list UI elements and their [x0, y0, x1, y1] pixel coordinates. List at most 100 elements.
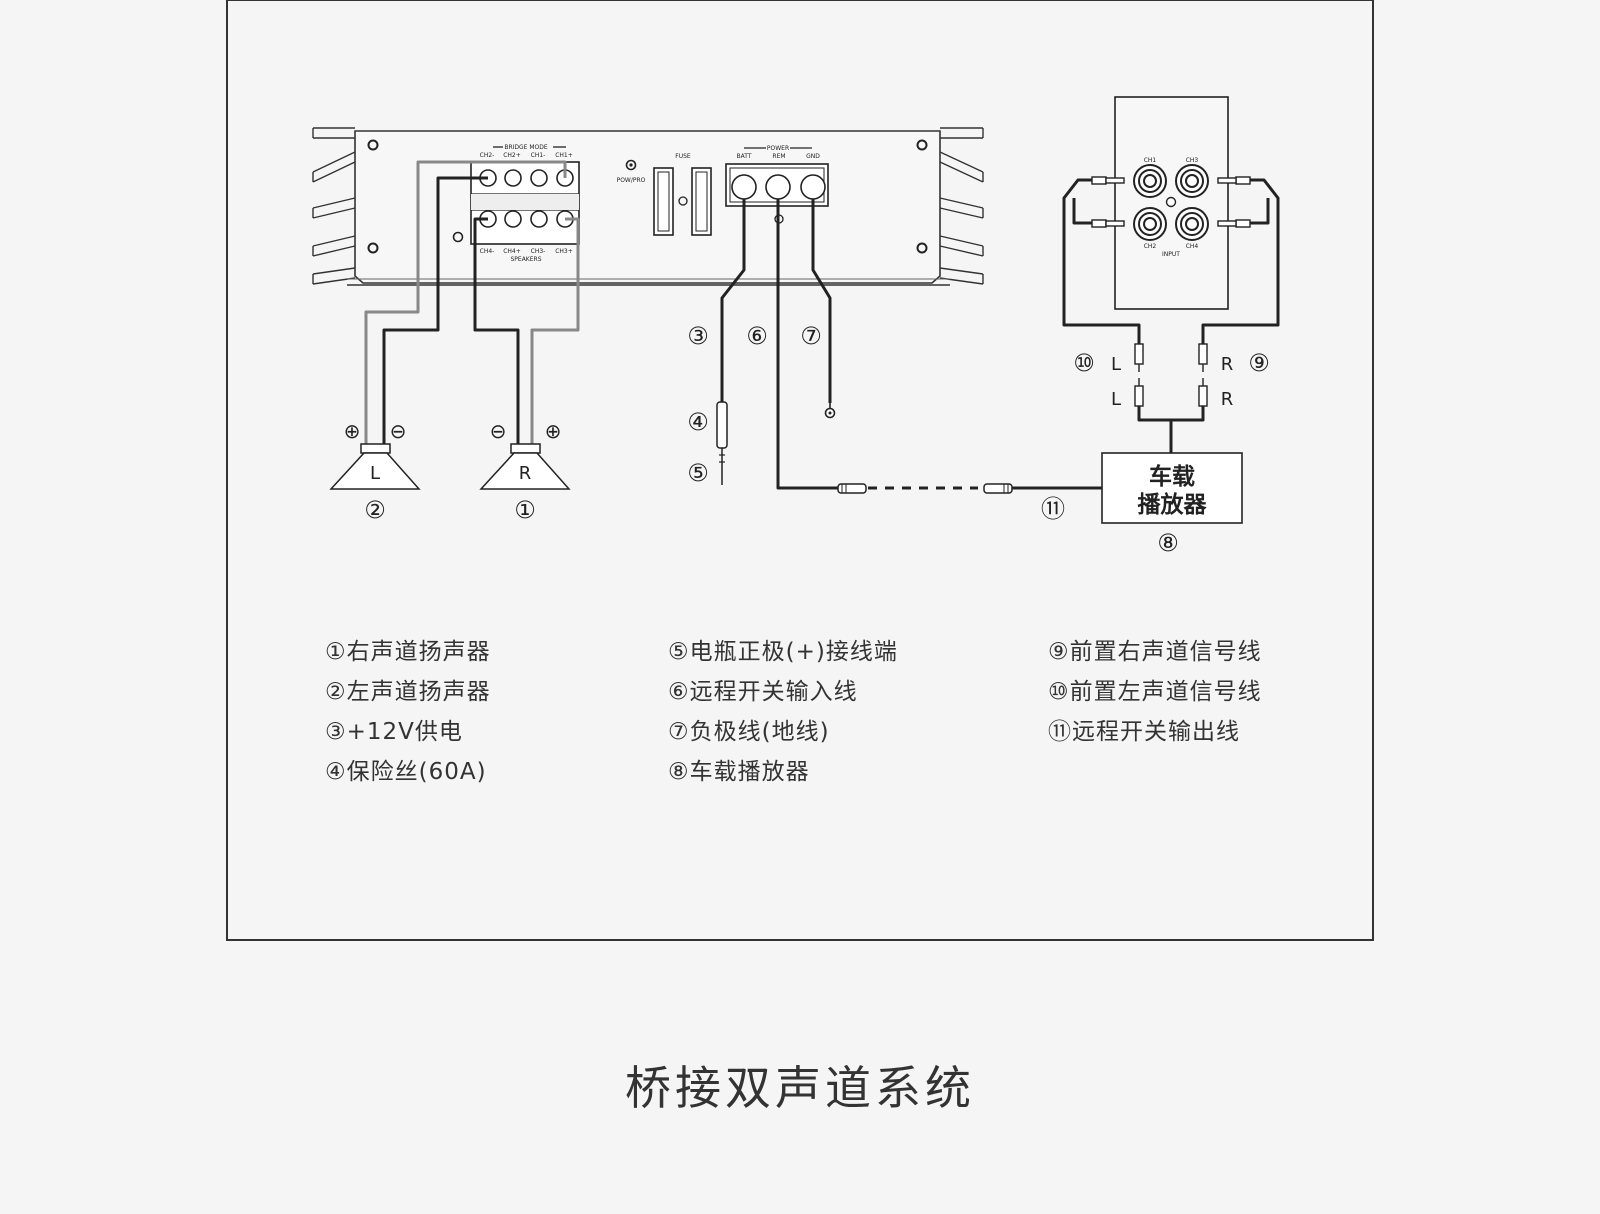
legend-item: ⑦负极线(地线) [668, 719, 830, 745]
terminal-screw-icon [530, 210, 548, 228]
screw-icon [452, 231, 464, 243]
callout-2: ② [364, 496, 386, 524]
legend-column-2: ⑤电瓶正极(+)接线端 ⑥远程开关输入线 ⑦负极线(地线) ⑧车载播放器 [668, 632, 898, 792]
screw-icon [916, 242, 928, 254]
right-speaker-letter: R [519, 463, 532, 484]
power-wires [720, 199, 838, 490]
callout-4: ④ [687, 408, 709, 436]
callout-1: ① [514, 496, 536, 524]
pow-pro-led-icon [625, 159, 637, 171]
speaker-terminal-label: CH4- [480, 248, 495, 255]
callout-11: ⑪ [1041, 495, 1065, 523]
bridge-terminal-label: CH1- [531, 152, 546, 159]
minus-icon: ⊖ [390, 419, 407, 443]
right-speaker-minus-wire [473, 217, 520, 445]
power-terminal-label: GND [806, 153, 820, 160]
legend-item: ④保险丝(60A) [325, 759, 487, 785]
left-speaker-plus-wire [364, 160, 567, 445]
head-unit-line2: 播放器 [1138, 491, 1208, 518]
terminal-screw-icon [504, 169, 522, 187]
input-panel: CH1 CH3 CH2 CH4 INPUT [1091, 96, 1251, 310]
left-heatsink [312, 127, 356, 285]
bridge-terminal-label: CH1+ [555, 152, 573, 159]
pow-pro-label: POW/PRO [617, 177, 646, 184]
legend-item: ⑩前置左声道信号线 [1048, 679, 1262, 705]
ground-ring-terminal-icon [824, 403, 836, 419]
batt-wire [720, 199, 746, 402]
bridge-terminal-label: CH2+ [503, 152, 521, 159]
callout-10: ⑩ [1073, 349, 1095, 377]
callout-6: ⑥ [746, 322, 768, 350]
speaker-terminal-label: CH4+ [503, 248, 521, 255]
bridge-terminal-label: CH2- [480, 152, 495, 159]
legend-column-3: ⑨前置右声道信号线 ⑩前置左声道信号线 ⑪远程开关输出线 [1048, 632, 1262, 752]
rca-plug-icon [1198, 385, 1208, 407]
speaker-terminal-label: CH3+ [555, 248, 573, 255]
legend-item: ②左声道扬声器 [325, 679, 491, 705]
minus-icon: ⊖ [490, 419, 507, 443]
left-speaker-letter: L [370, 463, 380, 484]
power-terminal-screw-icon [765, 174, 791, 200]
legend-column-1: ①右声道扬声器 ②左声道扬声器 ③+12V供电 ④保险丝(60A) [325, 632, 491, 792]
callout-3: ③ [687, 322, 709, 350]
rca-left-label: L [1111, 389, 1121, 410]
input-channel-label: CH4 [1186, 243, 1199, 250]
callout-8: ⑧ [1157, 529, 1179, 557]
legend-item: ⑨前置右声道信号线 [1048, 639, 1262, 665]
diagram-frame [226, 0, 1374, 941]
rca-plugs [1134, 343, 1208, 407]
power-label: POWER [767, 145, 789, 152]
legend-item: ①右声道扬声器 [325, 639, 491, 665]
right-speaker-plus-wire [530, 217, 580, 445]
head-unit: 车载 播放器 [1101, 452, 1243, 524]
power-terminal-label: BATT [737, 153, 752, 160]
amplifier: BRIDGE MODE CH2- CH2+ CH1- CH1+ CH4- CH4… [312, 127, 984, 286]
input-label: INPUT [1162, 251, 1180, 258]
power-terminal-screw-icon [800, 174, 826, 200]
rca-signal-wires [1062, 178, 1280, 453]
rca-left-label: L [1111, 354, 1121, 375]
input-channel-label: CH3 [1186, 157, 1199, 164]
fuse-label: FUSE [675, 153, 691, 160]
remote-connector [837, 483, 1102, 494]
legend-item: ⑪远程开关输出线 [1048, 719, 1240, 745]
rca-plug-icon [1134, 343, 1144, 365]
speakers-label: SPEAKERS [510, 256, 541, 263]
terminal-screw-icon [530, 169, 548, 187]
right-speaker: R ⊖ ⊕ ① [479, 419, 571, 524]
left-speaker-minus-wire [382, 176, 488, 445]
amplifier-body [354, 130, 941, 284]
rem-wire [776, 199, 838, 490]
plus-icon: ⊕ [545, 419, 562, 443]
legend-item: ③+12V供电 [325, 719, 463, 745]
callout-9: ⑨ [1248, 349, 1270, 377]
bullet-connector-icon [837, 483, 867, 494]
bridge-mode-label: BRIDGE MODE [504, 144, 548, 151]
input-channel-label: CH1 [1144, 157, 1157, 164]
legend-item: ⑤电瓶正极(+)接线端 [668, 639, 898, 665]
right-heatsink [939, 127, 984, 285]
legend-item: ⑥远程开关输入线 [668, 679, 858, 705]
power-terminal-label: REM [772, 153, 785, 160]
fuse-holder-icon [716, 401, 728, 485]
rca-plug-icon [1198, 343, 1208, 365]
rca-plug-icon [1134, 385, 1144, 407]
callout-5: ⑤ [687, 459, 709, 487]
left-speaker: L ⊕ ⊖ ② [329, 419, 421, 524]
rca-right-label: R [1221, 354, 1234, 375]
screw-icon [916, 139, 928, 151]
speaker-terminal-label: CH3- [531, 248, 546, 255]
rca-right-label: R [1221, 389, 1234, 410]
fuse-icon [653, 167, 674, 236]
diagram-caption: 桥接双声道系统 [625, 1061, 975, 1115]
callout-7: ⑦ [800, 322, 822, 350]
plus-icon: ⊕ [344, 419, 361, 443]
gnd-wire [811, 199, 832, 403]
head-unit-line1: 车载 [1149, 463, 1195, 490]
speaker-wires [364, 160, 580, 445]
terminal-screw-icon [504, 210, 522, 228]
screw-icon [367, 242, 379, 254]
screw-icon [367, 139, 379, 151]
input-channel-label: CH2 [1144, 243, 1157, 250]
